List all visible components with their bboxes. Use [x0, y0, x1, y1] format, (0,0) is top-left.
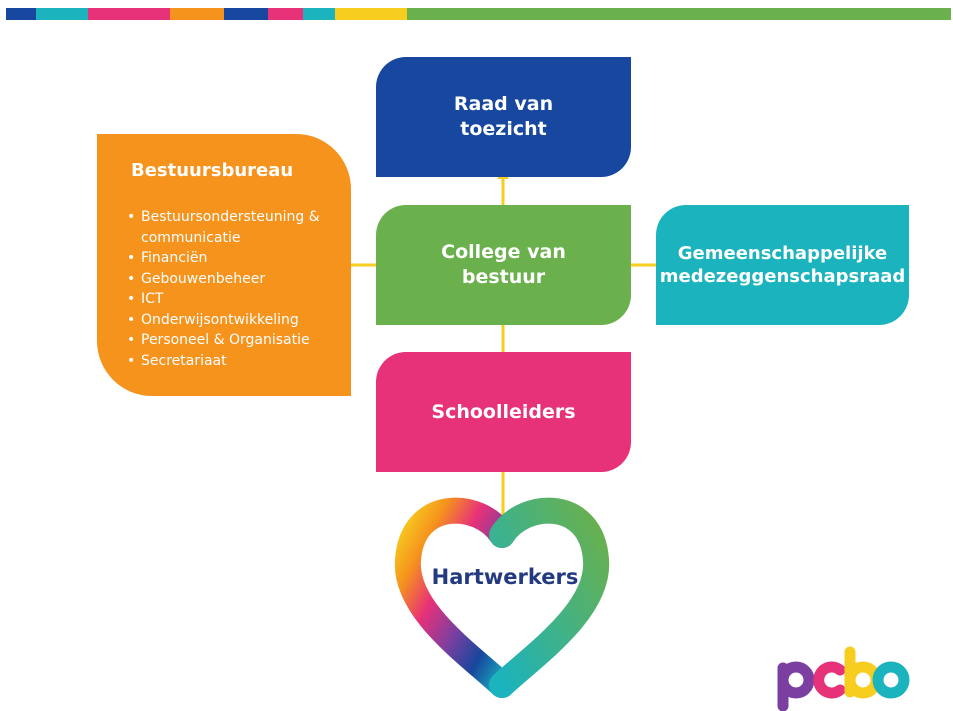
- node-label-line1: College van: [441, 241, 566, 264]
- node-raad-van-toezicht: Raad van toezicht: [376, 57, 631, 177]
- bestuursbureau-list-item: ICT: [127, 289, 351, 310]
- node-bestuursbureau: Bestuursbureau Bestuursondersteuning & c…: [97, 134, 351, 396]
- stripe-segment: [303, 8, 335, 20]
- stripe-segment: [36, 8, 88, 20]
- header-color-stripe: [6, 8, 951, 20]
- node-label-line2: medezeggenschapsraad: [659, 266, 906, 287]
- node-label-line1: Gemeenschappelijke: [677, 242, 888, 264]
- logo-letter-c: [813, 661, 846, 699]
- bestuursbureau-list-item: Bestuursondersteuning & communicatie: [127, 207, 351, 248]
- bestuursbureau-list-item: Financiën: [127, 248, 351, 269]
- stripe-segment: [6, 8, 36, 20]
- bestuursbureau-list-item: Gebouwenbeheer: [127, 269, 351, 290]
- node-college-van-bestuur: College van bestuur: [376, 205, 631, 325]
- stripe-segment: [268, 8, 303, 20]
- node-label: Schoolleiders: [431, 400, 576, 423]
- bestuursbureau-list-item: Personeel & Organisatie: [127, 330, 351, 351]
- logo-letter-o: [872, 661, 910, 699]
- stripe-segment: [335, 8, 407, 20]
- node-label-line2: toezicht: [460, 118, 547, 140]
- bestuursbureau-title: Bestuursbureau: [131, 160, 294, 181]
- node-label-line2: bestuur: [461, 266, 546, 288]
- bestuursbureau-list-item: Onderwijsontwikkeling: [127, 310, 351, 331]
- node-gmr: Gemeenschappelijke medezeggenschapsraad: [656, 205, 909, 325]
- hartwerkers-label: Hartwerkers: [431, 565, 579, 589]
- node-label-line1: Raad van: [453, 93, 554, 116]
- stripe-segment: [170, 8, 224, 20]
- stripe-segment: [407, 8, 951, 20]
- stripe-segment: [88, 8, 170, 20]
- bestuursbureau-list: Bestuursondersteuning & communicatieFina…: [127, 207, 351, 371]
- bestuursbureau-list-item: Secretariaat: [127, 351, 351, 372]
- stripe-segment: [224, 8, 268, 20]
- node-schoolleiders: Schoolleiders: [376, 352, 631, 472]
